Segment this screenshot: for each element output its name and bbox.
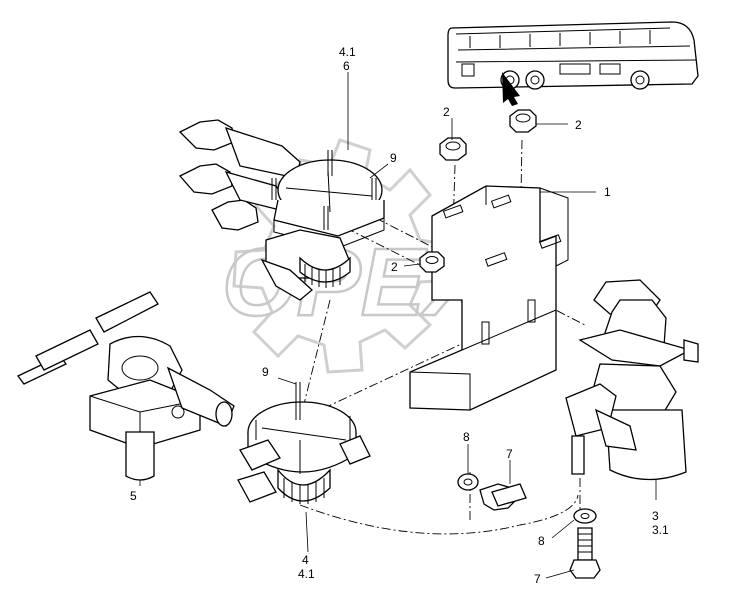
callout-labels: 4.1 6 2 2 9 1 2 9 5 8 7 3 3.1 8 7 4 4.1 <box>130 45 669 586</box>
callout-3-1: 3.1 <box>652 523 669 537</box>
valve-part-5 <box>17 291 235 481</box>
valve-part-4 <box>237 382 371 504</box>
callout-7-bottom: 7 <box>534 572 541 586</box>
callout-4: 4 <box>302 553 309 567</box>
callout-9-bottom: 9 <box>262 365 269 379</box>
watermark-gear-icon <box>232 138 452 374</box>
callout-9-top: 9 <box>390 151 397 165</box>
callout-4-1-bottom: 4.1 <box>298 567 315 581</box>
callout-6: 6 <box>343 59 350 73</box>
valve-part-6 <box>178 119 385 301</box>
callout-2-mid: 2 <box>391 260 398 274</box>
leader-lines <box>139 72 657 579</box>
callout-1: 1 <box>604 185 611 199</box>
valve-part-3 <box>565 279 699 481</box>
bus-thumbnail <box>447 21 699 106</box>
nuts-part-2 <box>419 109 537 273</box>
callout-2-right: 2 <box>575 118 582 132</box>
callout-7-mid: 7 <box>506 447 513 461</box>
location-arrow-icon <box>502 72 520 106</box>
callout-5: 5 <box>130 489 137 503</box>
callout-4-1-top: 4.1 <box>339 45 356 59</box>
callout-8-mid: 8 <box>463 430 470 444</box>
bracket-part-1 <box>409 185 569 411</box>
callout-3: 3 <box>652 509 659 523</box>
callout-2-top: 2 <box>443 105 450 119</box>
callout-8-bottom: 8 <box>538 534 545 548</box>
fasteners-part-7-8 <box>457 473 601 579</box>
